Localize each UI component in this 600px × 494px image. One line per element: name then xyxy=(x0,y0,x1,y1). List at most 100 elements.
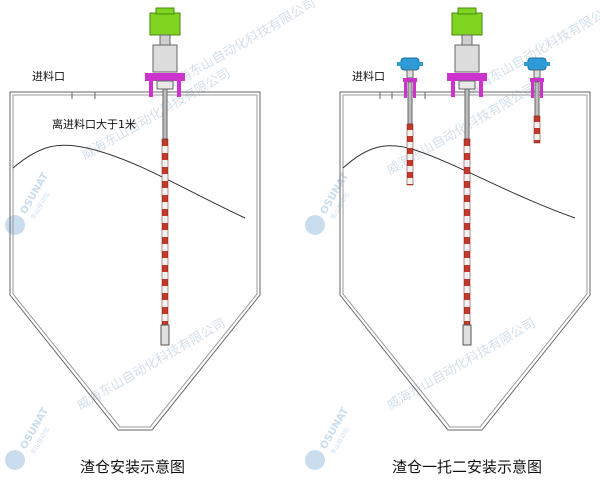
probe-segment xyxy=(407,148,413,154)
sensor-neck xyxy=(462,35,472,45)
probe-segment xyxy=(162,209,168,216)
brand-logo-icon: OSUNAT 东山自动化 xyxy=(301,168,359,242)
probe-segment xyxy=(464,314,470,321)
probe-segment xyxy=(162,160,168,167)
watermark-logo: OSUNAT 东山自动化 OSUNAT 东山自动化 OSUNAT 东山自动化 O… xyxy=(1,168,359,477)
probe-segment xyxy=(162,251,168,258)
probe-segment xyxy=(162,188,168,195)
probe-segment xyxy=(464,265,470,272)
probe-segment xyxy=(162,300,168,307)
inlet-label: 进料口 xyxy=(352,69,385,83)
probe-segment xyxy=(162,307,168,314)
probe-segment xyxy=(464,153,470,160)
distance-note: 离进料口大于1米 xyxy=(52,117,136,131)
sensor-head-icon xyxy=(150,13,180,35)
probe-cable xyxy=(407,124,413,185)
sensor-body xyxy=(455,45,479,72)
probe-segment xyxy=(464,272,470,279)
brand-logo-icon: OSUNAT 东山自动化 xyxy=(1,403,59,477)
probe-weight xyxy=(161,325,169,345)
probe-cable xyxy=(464,139,470,325)
probe-segment xyxy=(407,166,413,172)
watermark-text: 威海东山自动化科技有限公司 xyxy=(385,316,539,413)
probe-segment xyxy=(162,181,168,188)
probe-segment xyxy=(464,286,470,293)
probe-segment xyxy=(534,128,540,134)
probe-segment xyxy=(162,286,168,293)
probe-segment xyxy=(162,174,168,181)
probe-segment xyxy=(464,160,470,167)
probe-segment xyxy=(162,146,168,153)
probe-segment xyxy=(464,223,470,230)
probe-segment xyxy=(162,272,168,279)
probe-segment xyxy=(162,223,168,230)
probe-segment xyxy=(162,139,168,146)
probe-segment xyxy=(407,136,413,142)
junction-box-icon xyxy=(401,58,419,70)
sensor-body xyxy=(153,45,177,72)
probe-segment xyxy=(464,209,470,216)
probe-segment xyxy=(464,174,470,181)
left-level-sensor xyxy=(145,8,185,345)
flange-icon xyxy=(403,78,417,82)
material-surface-curve xyxy=(343,146,575,218)
probe-segment xyxy=(162,153,168,160)
probe-segment xyxy=(407,178,413,184)
probe-segment xyxy=(464,300,470,307)
flange-icon xyxy=(145,73,185,81)
inlet-label: 进料口 xyxy=(32,69,65,83)
probe-segment xyxy=(162,244,168,251)
probe-segment xyxy=(162,237,168,244)
probe-segment xyxy=(464,181,470,188)
probe-segment xyxy=(464,188,470,195)
probe-segment xyxy=(534,116,540,122)
watermark-text: 威海东山自动化科技有限公司 xyxy=(165,0,319,93)
probe-segment xyxy=(407,124,413,130)
probe-segment xyxy=(464,167,470,174)
small-probe-right xyxy=(524,58,550,143)
sensor-neck xyxy=(160,35,170,45)
probe-segment xyxy=(534,134,540,140)
probe-segment xyxy=(464,195,470,202)
probe-segment xyxy=(464,146,470,153)
right-caption: 渣仓一托二安装示意图 xyxy=(392,456,542,477)
probe-segment xyxy=(464,237,470,244)
probe-segment xyxy=(162,293,168,300)
probe-segment xyxy=(162,265,168,272)
probe-segment xyxy=(407,172,413,178)
probe-cable xyxy=(162,139,168,325)
probe-segment xyxy=(162,202,168,209)
probe-segment xyxy=(464,202,470,209)
flange-icon xyxy=(530,78,544,82)
probe-segment xyxy=(162,279,168,286)
probe-segment xyxy=(162,314,168,321)
probe-rod xyxy=(163,89,167,139)
flange-icon xyxy=(447,73,487,81)
probe-segment xyxy=(162,167,168,174)
probe-segment xyxy=(464,279,470,286)
left-caption: 渣仓安装示意图 xyxy=(80,456,185,477)
probe-segment xyxy=(407,154,413,160)
probe-segment xyxy=(534,122,540,128)
probe-segment xyxy=(162,258,168,265)
probe-segment xyxy=(464,251,470,258)
brand-logo-icon: OSUNAT 东山自动化 xyxy=(301,403,359,477)
probe-rod xyxy=(465,89,469,139)
probe-segment xyxy=(162,321,168,325)
probe-weight xyxy=(463,325,471,345)
probe-segment xyxy=(162,195,168,202)
probe-segment xyxy=(407,142,413,148)
probe-segment xyxy=(534,140,540,143)
sensor-head-icon xyxy=(452,13,482,35)
probe-segment xyxy=(407,160,413,166)
probe-segment xyxy=(464,244,470,251)
junction-box-icon xyxy=(528,58,546,70)
probe-segment xyxy=(407,130,413,136)
probe-segment xyxy=(464,230,470,237)
probe-segment xyxy=(464,321,470,325)
probe-segment xyxy=(464,307,470,314)
right-level-sensor xyxy=(447,8,487,345)
probe-segment xyxy=(464,216,470,223)
probe-segment xyxy=(464,293,470,300)
